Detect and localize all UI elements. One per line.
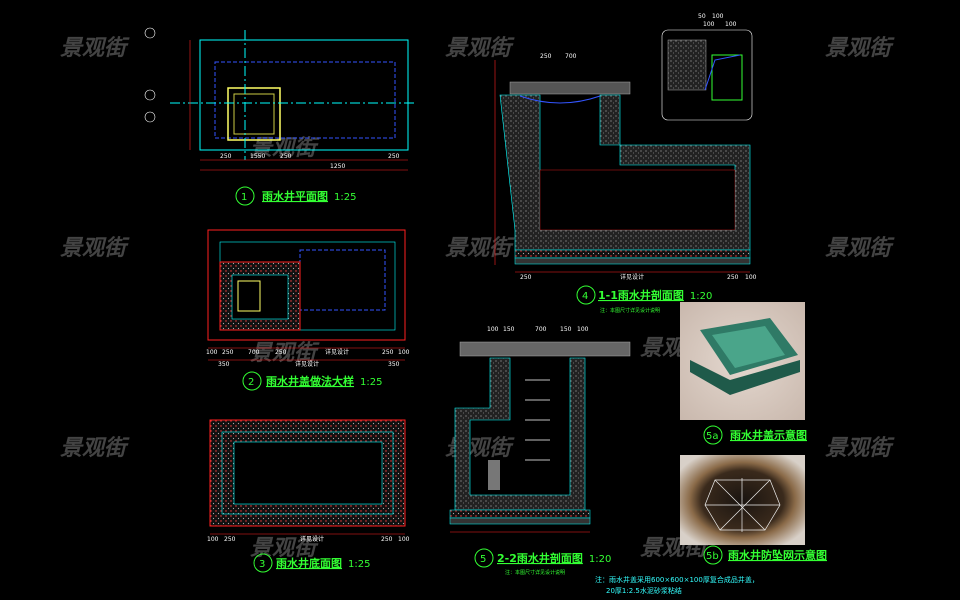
watermarks: 景观街 景观街 景观街 景观街 景观街 景观街 景观街 景观街 景观街 景观街 … (60, 36, 895, 561)
view-3-bottom-plan: 100 250 详见设计 250 100 3 雨水井底面图 1:25 (207, 419, 410, 573)
dim-label: 50 (698, 13, 706, 20)
view-scale: 1:25 (360, 377, 382, 388)
view-number: 2 (248, 377, 254, 388)
watermark: 景观街 (825, 236, 895, 261)
view-number: 3 (259, 559, 265, 570)
photo-5b-safety-net: 5b 雨水井防坠网示意图 (680, 455, 827, 565)
dim-label: 150 (560, 326, 572, 333)
watermark: 景观街 (825, 36, 895, 61)
dim-label: 详见设计 (620, 273, 644, 281)
view-scale: 1:20 (690, 291, 712, 302)
view-2-cover-detail: 100 250 700 250 详见设计 250 100 350 详见设计 35… (206, 229, 410, 391)
dim-label: 250 (222, 349, 234, 356)
dim-label: 100 (398, 536, 410, 543)
dim-label: 250 (224, 536, 236, 543)
view-title: 雨水井平面图 (262, 189, 328, 203)
view-title: 2-2雨水井剖面图 (497, 551, 583, 565)
view-number: 5 (480, 554, 486, 565)
dim-label: 详见设计 (295, 360, 319, 368)
view-title: 雨水井盖做法大样 (266, 374, 354, 388)
dim-label: 1250 (330, 163, 345, 170)
dim-label: 100 (725, 21, 737, 28)
dim-label: 100 (745, 274, 757, 281)
dim-label: 700 (565, 53, 577, 60)
dim-label: 250 (275, 349, 287, 356)
watermark: 景观街 (445, 36, 515, 61)
photo-5a-cover: 5a 雨水井盖示意图 (680, 302, 807, 445)
dim-label: 250 (381, 536, 393, 543)
general-note-line1: 注：雨水井盖采用600×600×100厚复合成品井盖， (595, 575, 759, 584)
dim-label: 100 (577, 326, 589, 333)
view-note: 注：本图尺寸详见设计说明 (505, 569, 565, 576)
dim-label: 350 (388, 361, 400, 368)
dim-label: 100 (207, 536, 219, 543)
dim-label: 150 (503, 326, 515, 333)
dim-label: 250 (540, 53, 552, 60)
watermark: 景观街 (250, 536, 320, 561)
photo-title: 雨水井防坠网示意图 (728, 548, 827, 562)
view-number: 1 (241, 192, 247, 203)
general-note-line2: 20厚1:2.5水泥砂浆粘结 (606, 586, 682, 595)
watermark: 景观街 (445, 236, 515, 261)
view-title: 1-1雨水井剖面图 (598, 288, 684, 302)
photo-number: 5b (706, 551, 719, 562)
view-4-section: 250 700 250 详见设计 250 100 4 1-1雨水井剖面图 1:2… (494, 53, 757, 314)
watermark: 景观街 (250, 341, 320, 366)
watermark: 景观街 (60, 436, 130, 461)
view-number: 4 (582, 291, 588, 302)
dim-label: 700 (248, 349, 260, 356)
photo-number: 5a (706, 431, 719, 442)
watermark: 景观街 (825, 436, 895, 461)
view-5-section: 100 150 700 150 100 5 2-2雨水井剖面图 1:20 注：本… (449, 326, 631, 576)
view-title: 雨水井底面图 (276, 556, 342, 570)
view-1-plan: 250 1550 250 1250 250 1 雨水井平面图 1:25 (144, 27, 415, 206)
dim-label: 1550 (250, 153, 265, 160)
dim-label: 100 (703, 21, 715, 28)
watermark: 景观街 (60, 236, 130, 261)
dim-label: 250 (220, 153, 232, 160)
dim-label: 详见设计 (325, 348, 349, 356)
view-scale: 1:25 (334, 192, 356, 203)
dim-label: 100 (398, 349, 410, 356)
dim-label: 350 (218, 361, 230, 368)
photo-title: 雨水井盖示意图 (730, 428, 807, 442)
view-scale: 1:25 (348, 559, 370, 570)
dim-label: 700 (535, 326, 547, 333)
dim-label: 250 (727, 274, 739, 281)
dim-label: 详见设计 (300, 535, 324, 543)
view-scale: 1:20 (589, 554, 611, 565)
view-note: 注：本图尺寸详见设计说明 (600, 307, 660, 314)
dim-label: 100 (206, 349, 218, 356)
dim-label: 250 (388, 153, 400, 160)
dim-label: 250 (382, 349, 394, 356)
detail-cover-section: 50 100 100 100 (661, 13, 753, 121)
dim-label: 100 (712, 13, 724, 20)
dim-label: 250 (520, 274, 532, 281)
dim-label: 100 (487, 326, 499, 333)
dim-label: 250 (280, 153, 292, 160)
watermark: 景观街 (60, 36, 130, 61)
